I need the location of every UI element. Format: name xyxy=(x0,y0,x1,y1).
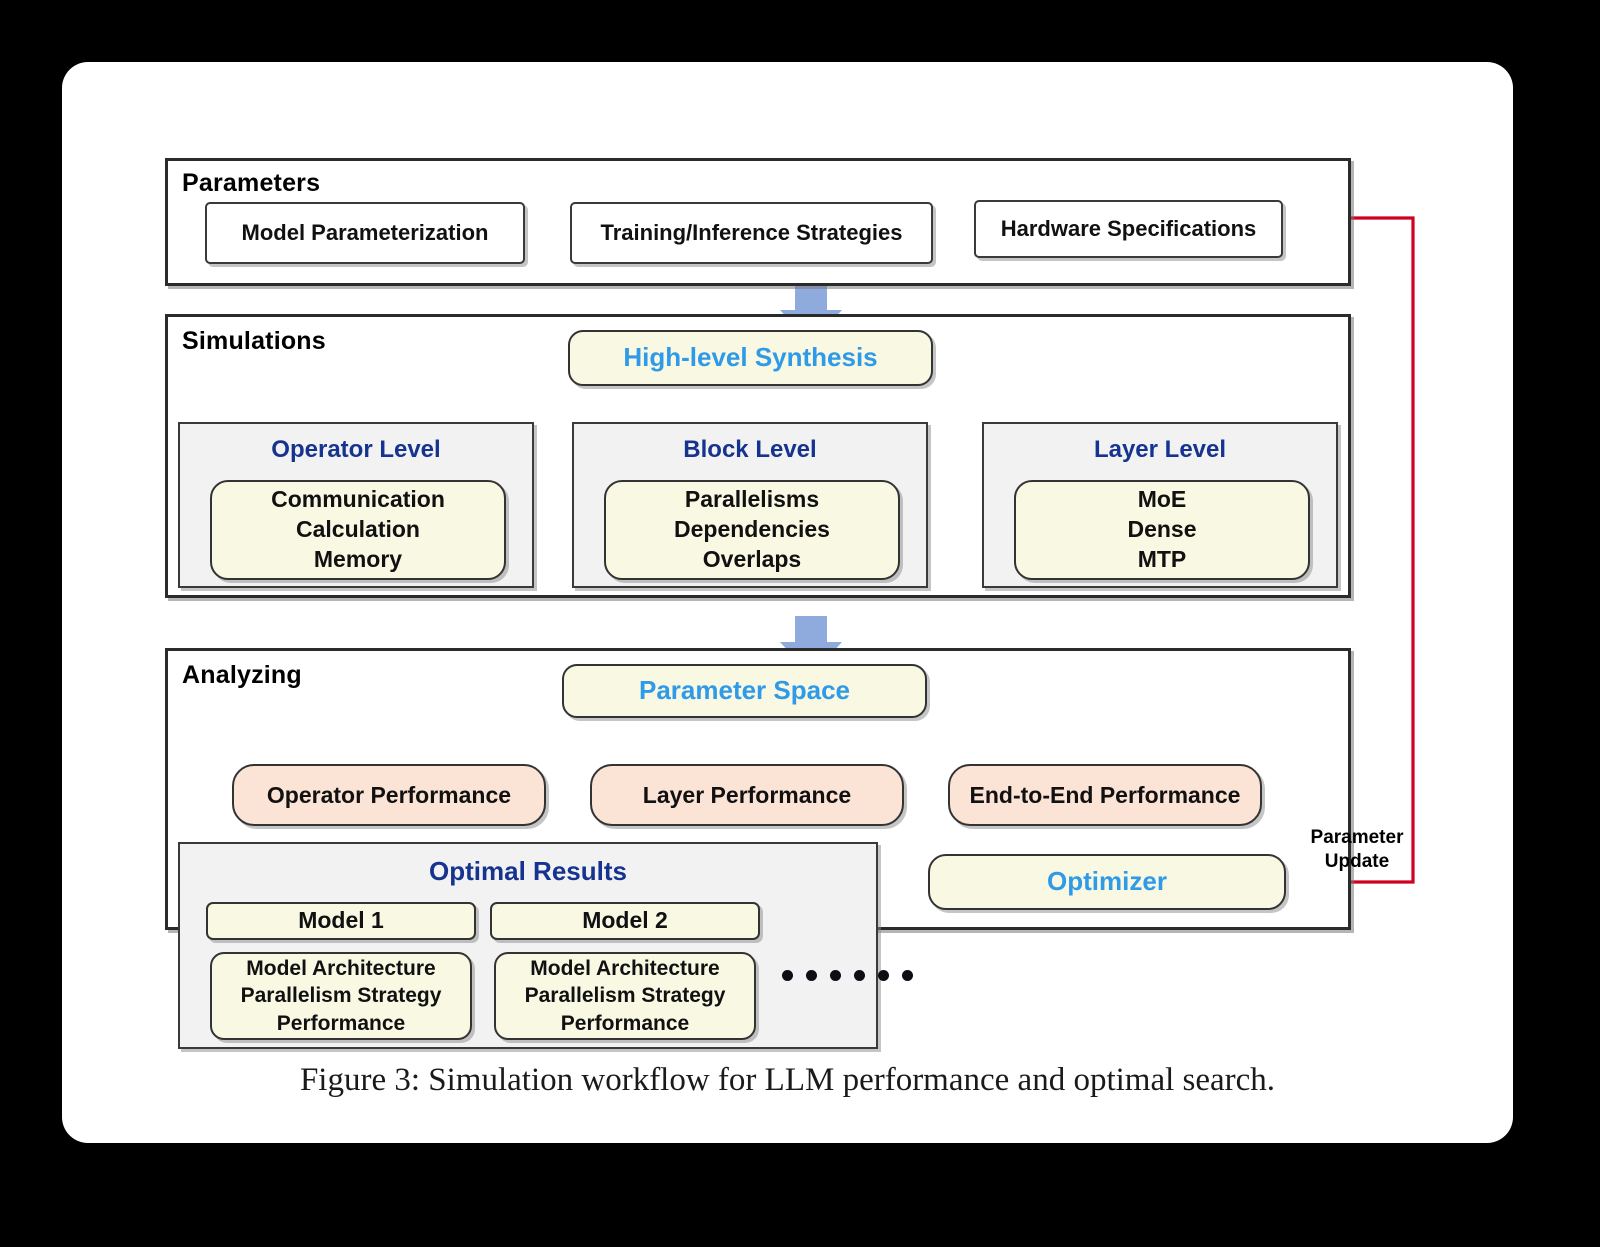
optimal-model-1-name[interactable]: Model 1 xyxy=(206,902,476,940)
block-level-line-3: Overlaps xyxy=(702,545,802,572)
operator-level-panel: Operator Level Communication Calculation… xyxy=(178,422,534,588)
block-level-line-1: Parallelisms xyxy=(684,486,820,513)
simulations-title: Simulations xyxy=(182,327,326,355)
parameter-box-training-inference-strategies[interactable]: Training/Inference Strategies xyxy=(570,202,933,264)
parameter-update-line-1: Parameter xyxy=(1310,827,1404,848)
optimal-model-2-details: Model Architecture Parallelism Strategy … xyxy=(494,952,756,1040)
parameter-update-label: Parameter Update xyxy=(1296,826,1418,874)
layer-performance-box[interactable]: Layer Performance xyxy=(590,764,904,826)
parameter-update-line-2: Update xyxy=(1324,850,1390,872)
optimal-model-1-details: Model Architecture Parallelism Strategy … xyxy=(210,952,472,1040)
parameter-space-label: Parameter Space xyxy=(638,675,851,706)
optimal-model-2-name[interactable]: Model 2 xyxy=(490,902,760,940)
block-level-content-box: Parallelisms Dependencies Overlaps xyxy=(604,480,900,580)
figure-page: Parameters Model Parameterization Traini… xyxy=(62,62,1513,1143)
operator-level-heading: Operator Level xyxy=(271,436,441,463)
layer-level-panel: Layer Level MoE Dense MTP xyxy=(982,422,1338,588)
end-to-end-performance-box[interactable]: End-to-End Performance xyxy=(948,764,1262,826)
optimal-model-2-line-2: Parallelism Strategy xyxy=(524,984,726,1008)
optimal-model-1-line-3: Performance xyxy=(276,1011,406,1035)
optimal-model-1-line-2: Parallelism Strategy xyxy=(240,984,442,1008)
parameters-title: Parameters xyxy=(182,169,321,197)
layer-level-content-box: MoE Dense MTP xyxy=(1014,480,1310,580)
optimal-model-1-line-1: Model Architecture xyxy=(246,957,436,981)
operator-level-line-1: Communication xyxy=(271,486,445,513)
analyzing-title: Analyzing xyxy=(182,661,302,689)
optimal-model-2-line-1: Model Architecture xyxy=(530,957,720,981)
block-level-panel: Block Level Parallelisms Dependencies Ov… xyxy=(572,422,928,588)
operator-level-line-2: Calculation xyxy=(296,516,420,543)
ellipsis-dots xyxy=(782,970,913,981)
operator-level-content-box: Communication Calculation Memory xyxy=(210,480,506,580)
operator-performance-box[interactable]: Operator Performance xyxy=(232,764,546,826)
high-level-synthesis-label: High-level Synthesis xyxy=(623,342,878,373)
high-level-synthesis-box[interactable]: High-level Synthesis xyxy=(568,330,933,386)
layer-level-line-1: MoE xyxy=(1137,486,1187,513)
optimal-results-title: Optimal Results xyxy=(429,856,627,886)
parameter-box-hardware-specifications[interactable]: Hardware Specifications xyxy=(974,200,1283,258)
layer-level-line-2: Dense xyxy=(1127,516,1197,543)
layer-level-line-3: MTP xyxy=(1137,545,1187,572)
optimizer-box[interactable]: Optimizer xyxy=(928,854,1286,910)
optimizer-label: Optimizer xyxy=(1047,866,1167,897)
optimal-results-panel: Optimal Results Model 1 Model Architectu… xyxy=(178,842,913,1049)
figure-caption: Figure 3: Simulation workflow for LLM pe… xyxy=(299,1062,1276,1098)
block-level-line-2: Dependencies xyxy=(674,516,830,543)
parameter-box-model-parameterization[interactable]: Model Parameterization xyxy=(205,202,525,264)
optimal-model-2-line-3: Performance xyxy=(560,1011,690,1035)
operator-level-line-3: Memory xyxy=(313,545,403,572)
layer-level-heading: Layer Level xyxy=(1093,436,1227,463)
block-level-heading: Block Level xyxy=(683,436,817,463)
parameter-space-box[interactable]: Parameter Space xyxy=(562,664,927,718)
